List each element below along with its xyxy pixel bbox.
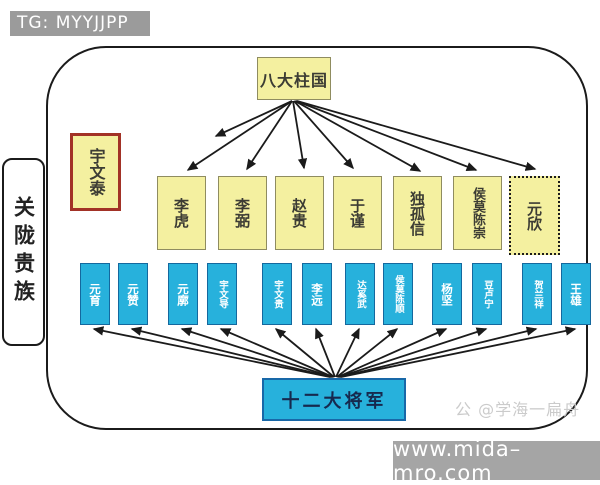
node-pillar: 赵贵	[275, 176, 324, 250]
node-pillar: 侯莫陈崇	[453, 176, 502, 250]
node-general: 元赞	[118, 263, 148, 325]
group-label-guanlong: 关陇贵族	[2, 158, 45, 346]
node-twelve-generals: 十二大将军	[262, 378, 406, 421]
node-general: 元育	[80, 263, 110, 325]
node-general: 李远	[302, 263, 332, 325]
node-pillar-dotted: 元欣	[509, 176, 560, 255]
watermark-logo-icon: 公	[455, 400, 473, 419]
site-url-banner: www.mida–mro.com	[393, 437, 600, 485]
watermark-handle: @学海一扁舟	[478, 400, 581, 419]
node-pillar: 李弼	[218, 176, 267, 250]
node-general: 元廓	[168, 263, 198, 325]
node-leader-yuwentai: 宇文泰	[70, 133, 121, 211]
node-root-eight-pillars: 八大柱国	[257, 57, 331, 100]
author-watermark: 公 @学海一扁舟	[455, 396, 580, 420]
node-general: 杨坚	[432, 263, 462, 325]
node-pillar: 于谨	[333, 176, 382, 250]
node-general: 王雄	[561, 263, 591, 325]
node-general: 宇文贵	[262, 263, 292, 325]
node-general: 侯莫陈顺	[383, 263, 413, 325]
node-general: 贺兰祥	[522, 263, 552, 325]
node-pillar: 独孤信	[393, 176, 442, 250]
tg-banner: TG: MYYJJPP	[10, 11, 150, 36]
node-general: 达奚武	[345, 263, 375, 325]
node-general: 豆卢宁	[472, 263, 502, 325]
node-pillar: 李虎	[157, 176, 206, 250]
node-general: 宇文导	[207, 263, 237, 325]
